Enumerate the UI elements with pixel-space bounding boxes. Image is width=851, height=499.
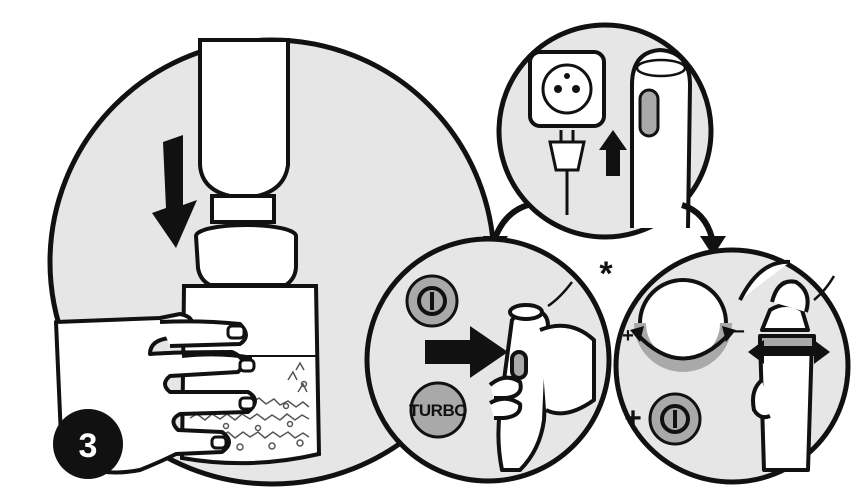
asterisk-mark: * <box>599 255 613 293</box>
plug-panel <box>499 25 711 237</box>
socket-hole-right <box>572 85 580 93</box>
step-badge: 3 <box>53 409 123 479</box>
speed-panel: TURBO <box>367 239 609 481</box>
turbo-label: TURBO <box>409 401 467 420</box>
curved-arrow-left <box>495 205 528 238</box>
socket-hole-left <box>554 85 562 93</box>
socket-ground <box>564 73 570 79</box>
chopper-lid <box>196 236 296 285</box>
combo-power-button-icon <box>650 394 700 444</box>
socket-face <box>543 65 591 113</box>
turbo-button-icon: TURBO <box>409 383 467 437</box>
plus-sign: + <box>622 325 634 347</box>
minus-sign: − <box>733 321 745 343</box>
variable-panel-circle <box>616 250 848 482</box>
handle-button-side <box>640 90 658 136</box>
variable-speed-panel: + − + <box>616 250 848 482</box>
combo-plus-sign: + <box>624 402 642 435</box>
motor-unit-handle <box>200 40 288 198</box>
motor-coupling <box>212 196 274 222</box>
power-button-icon <box>407 276 457 326</box>
step-number: 3 <box>79 427 98 465</box>
